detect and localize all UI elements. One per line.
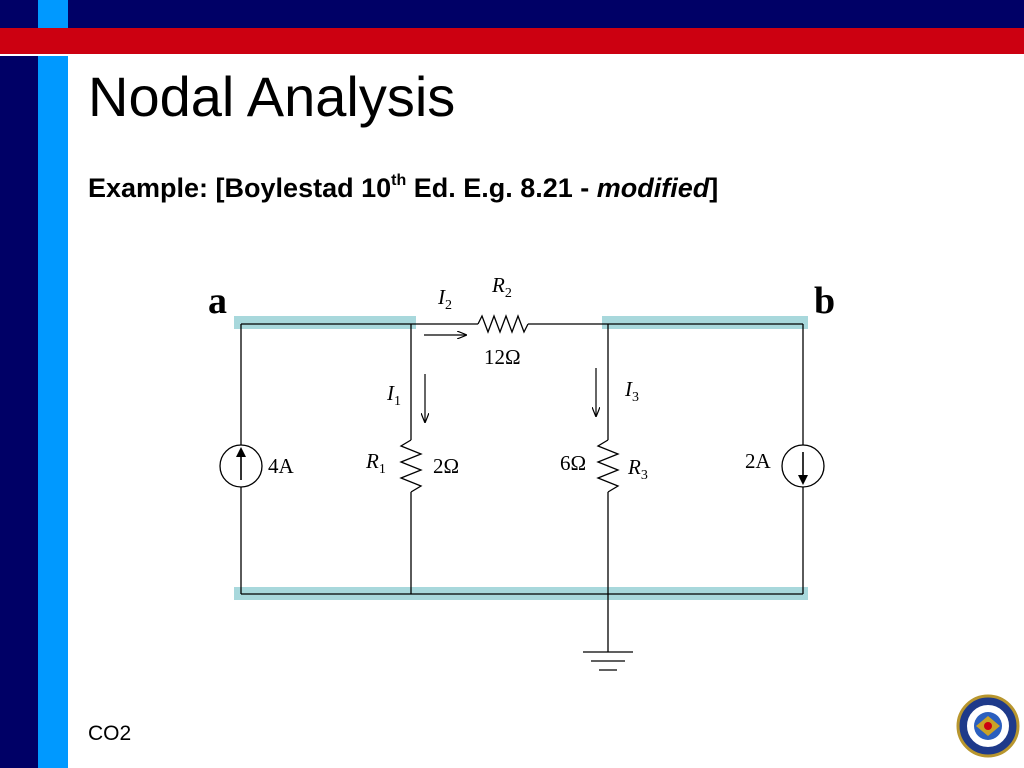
source-left-value: 4A xyxy=(268,454,295,478)
institution-logo-icon xyxy=(956,694,1020,758)
r2-name: R xyxy=(491,273,505,297)
r2-label: R2 xyxy=(491,273,512,301)
subtitle-superscript: th xyxy=(391,172,407,189)
header-divider xyxy=(0,54,1024,56)
slide-title: Nodal Analysis xyxy=(88,65,456,128)
r3-label: R3 xyxy=(627,455,648,483)
resistor-r3 xyxy=(596,439,620,493)
i2-name: I xyxy=(437,285,446,309)
current-source-left xyxy=(219,444,263,488)
node-b-label: b xyxy=(814,280,835,322)
node-a-highlight xyxy=(234,316,416,329)
i3-label: I3 xyxy=(624,377,639,405)
r2-subscript: 2 xyxy=(505,286,512,301)
r3-name: R xyxy=(627,455,641,479)
i2-subscript: 2 xyxy=(445,298,452,313)
source-right-value: 2A xyxy=(745,449,772,473)
top-navy-bar xyxy=(68,0,1024,28)
r1-subscript: 1 xyxy=(379,462,386,477)
i3-subscript: 3 xyxy=(632,390,639,405)
left-navy-bar xyxy=(0,0,38,768)
r1-name: R xyxy=(365,449,379,473)
left-blue-bar xyxy=(38,0,68,768)
i3-name: I xyxy=(624,377,633,401)
slide-subtitle: Example: [Boylestad 10th Ed. E.g. 8.21 -… xyxy=(88,172,718,204)
i1-subscript: 1 xyxy=(394,394,401,409)
subtitle-italic: modified xyxy=(596,173,710,203)
r3-subscript: 3 xyxy=(641,468,648,483)
i1-name: I xyxy=(386,381,395,405)
current-source-right xyxy=(781,444,825,488)
node-a-label: a xyxy=(208,280,227,322)
resistor-r1 xyxy=(399,439,423,493)
circuit-wires xyxy=(240,314,804,671)
resistor-r2 xyxy=(477,314,529,334)
r2-value: 12Ω xyxy=(484,345,521,369)
r3-value: 6Ω xyxy=(560,451,586,475)
r1-label: R1 xyxy=(365,449,386,477)
r1-value: 2Ω xyxy=(433,454,459,478)
subtitle-middle: Ed. E.g. 8.21 - xyxy=(406,173,597,203)
node-b-highlight xyxy=(602,316,808,329)
i1-label: I1 xyxy=(386,381,401,409)
i2-label: I2 xyxy=(437,285,452,313)
top-red-bar xyxy=(0,28,1024,54)
subtitle-prefix: Example: [Boylestad 10 xyxy=(88,173,392,203)
footer-label: CO2 xyxy=(88,722,132,745)
subtitle-suffix: ] xyxy=(709,173,719,203)
